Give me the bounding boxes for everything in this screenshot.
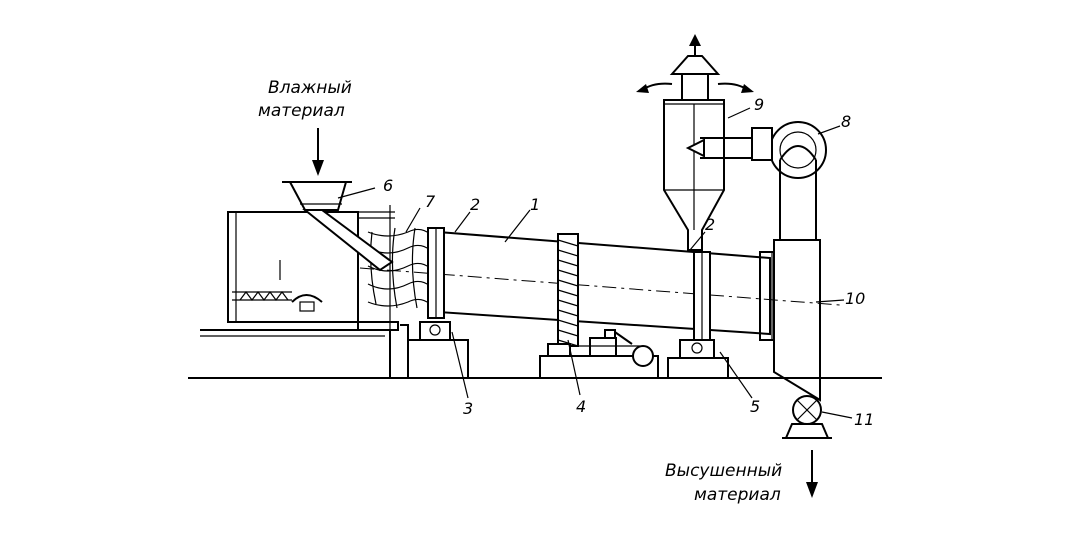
support-roller-left	[407, 321, 469, 379]
output-arrow	[806, 450, 818, 498]
part-label-2-right: 2	[705, 215, 715, 234]
discharge-chamber	[759, 239, 821, 402]
furnace	[227, 205, 399, 331]
part-label-7: 7	[425, 192, 436, 211]
part-label-4: 4	[576, 397, 586, 416]
feed-hopper	[282, 181, 394, 272]
furnace-base	[200, 324, 409, 378]
output-label-line1: Высушенный	[665, 461, 782, 481]
part-label-8: 8	[841, 112, 851, 131]
cyclone	[663, 55, 725, 251]
rotary-valve	[782, 395, 832, 439]
output-label-line2: материал	[694, 485, 781, 505]
drum-tire-right	[693, 251, 711, 341]
exhaust-fan	[700, 121, 827, 179]
gear-ring	[557, 233, 579, 347]
input-label-line2: материал	[258, 101, 345, 121]
part-label-5: 5	[750, 397, 760, 416]
drum-tire-left	[427, 227, 445, 319]
part-label-6: 6	[383, 176, 393, 195]
support-roller-right	[667, 339, 729, 379]
part-label-11: 11	[854, 410, 874, 429]
input-label-line1: Влажный	[268, 78, 352, 98]
part-label-3: 3	[463, 399, 473, 418]
part-label-9: 9	[754, 95, 764, 114]
exhaust-arrows	[636, 34, 754, 93]
input-arrow	[312, 128, 324, 176]
leader-lines	[337, 107, 853, 419]
part-label-10: 10	[845, 289, 865, 308]
part-label-1: 1	[530, 195, 540, 214]
part-label-2-left: 2	[470, 195, 480, 214]
duct-to-fan	[779, 145, 817, 240]
